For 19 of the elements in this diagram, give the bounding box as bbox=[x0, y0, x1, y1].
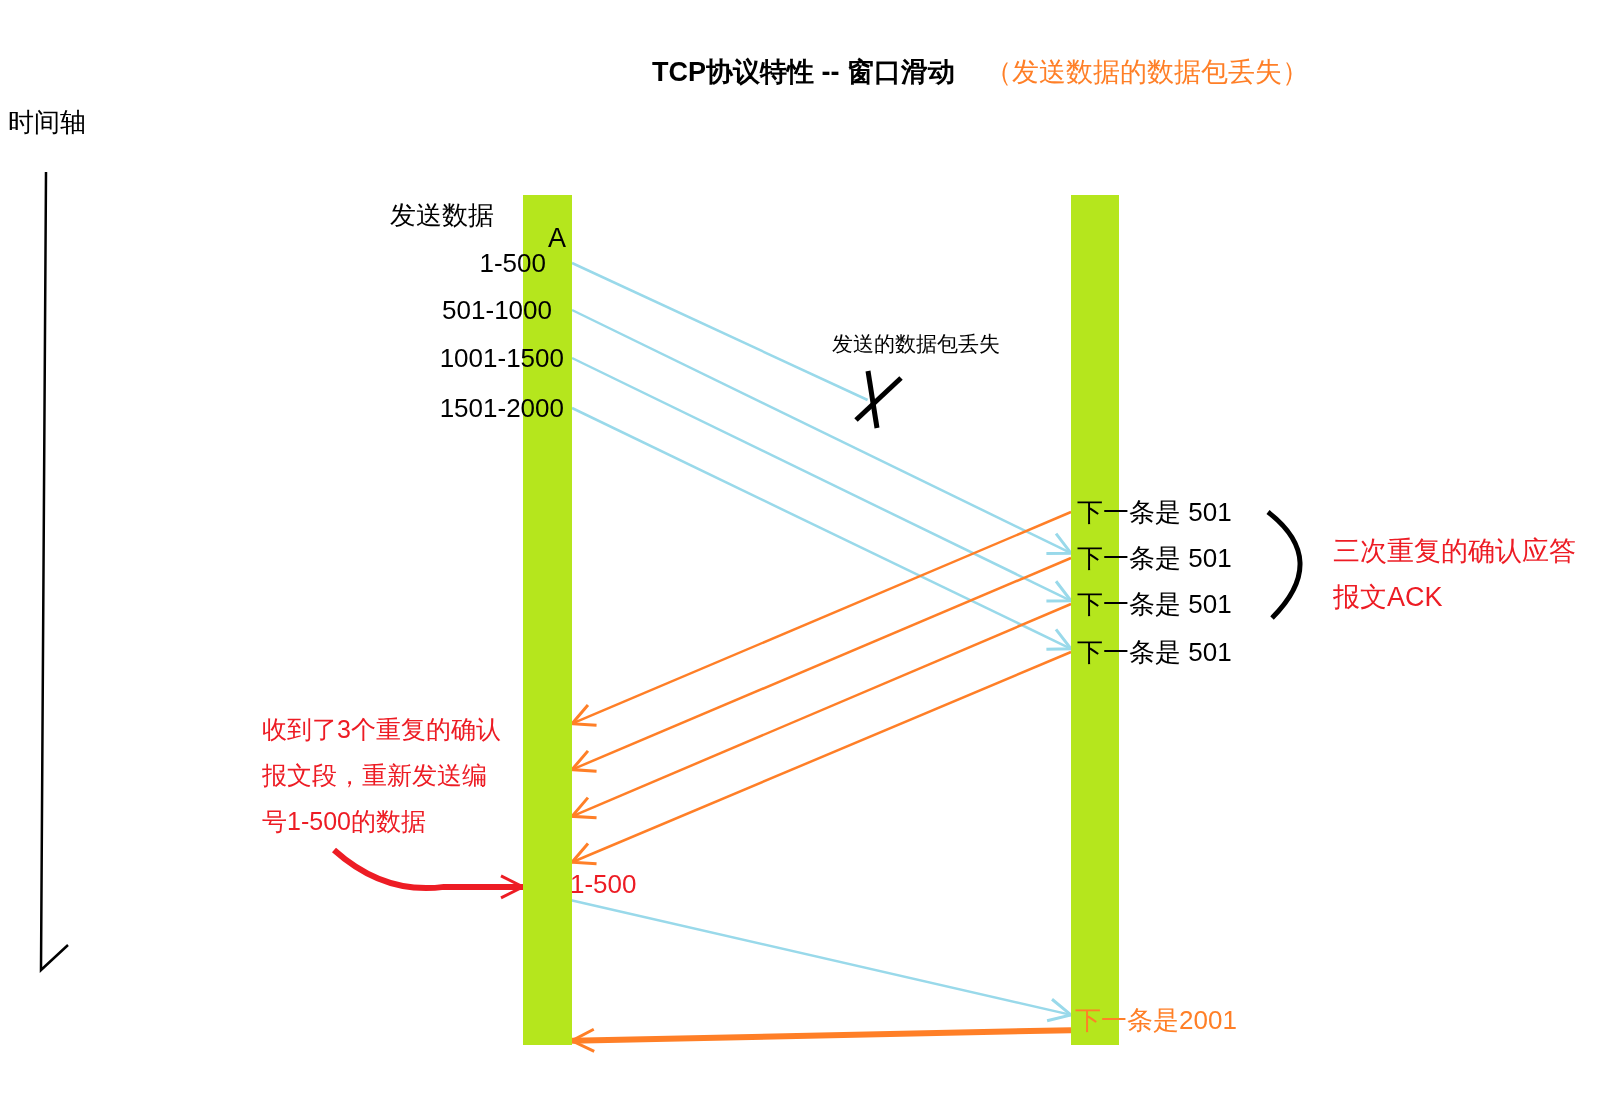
note-text: 三次重复的确认应答报文ACK bbox=[1333, 535, 1577, 614]
packet-label: 1-500 bbox=[570, 868, 650, 900]
arrow bbox=[571, 356, 1073, 603]
arrow bbox=[571, 308, 1073, 555]
subtitle: （发送数据的数据包丢失） bbox=[985, 56, 1309, 89]
ack-label: 下一条是 501 bbox=[1071, 636, 1251, 668]
axis-label: 时间轴 bbox=[8, 106, 86, 139]
loss-label: 发送的数据包丢失 bbox=[832, 331, 1000, 357]
ack-label: 下一条是 501 bbox=[1071, 588, 1251, 620]
ack-label: 下一条是 501 bbox=[1071, 542, 1251, 574]
ack-label: 下一条是 501 bbox=[1071, 496, 1251, 528]
arrow bbox=[571, 406, 1073, 651]
timeline-bar bbox=[1071, 195, 1119, 1045]
ack-label: 下一条是2001 bbox=[1071, 1003, 1251, 1037]
note-text: 收到了3个重复的确认报文段，重新发送编号1-500的数据 bbox=[262, 705, 502, 845]
title: TCP协议特性 -- 窗口滑动 bbox=[652, 56, 955, 89]
packet-line bbox=[571, 261, 869, 402]
curved-arrow bbox=[332, 847, 525, 900]
heading-label: 发送数据 bbox=[390, 199, 494, 232]
